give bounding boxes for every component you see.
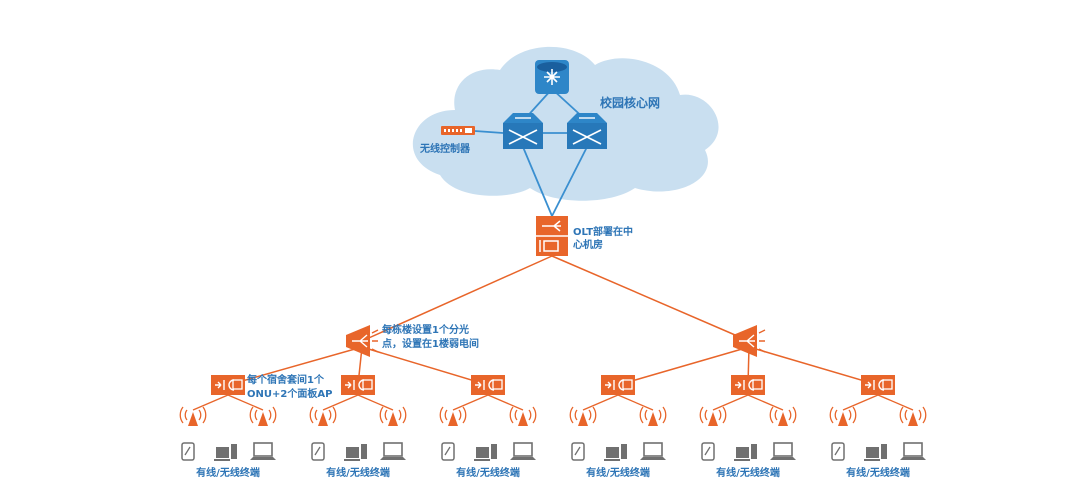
splitter-icon	[346, 325, 379, 357]
link	[551, 146, 588, 217]
terminal-label: 有线/无线终端	[716, 466, 780, 479]
onu-label-line2: ONU+2个面板AP	[247, 387, 332, 400]
onu-icon	[601, 375, 635, 395]
link	[227, 346, 363, 386]
terminal-label: 有线/无线终端	[456, 466, 520, 479]
link	[192, 394, 229, 411]
wireless-ap-icon	[379, 406, 407, 426]
phone-icon	[311, 442, 325, 461]
olt-label-line2: 心机房	[573, 238, 603, 251]
link	[748, 346, 879, 386]
wireless-ap-icon	[699, 406, 727, 426]
nodes-layer: 有线/无线终端 有线/无线终端 有线/无线终端 有线/无线终端 有线/无线终端 有线/无线…	[179, 60, 927, 479]
wireless-ap-icon	[249, 406, 277, 426]
link	[474, 130, 504, 134]
link	[227, 394, 264, 411]
splitter-label-line2: 点，设置在1楼弱电间	[382, 337, 479, 350]
splitter-icon	[733, 325, 766, 357]
desktop-icon	[344, 444, 367, 461]
link	[357, 394, 394, 411]
link	[452, 394, 489, 411]
desktop-icon	[604, 444, 627, 461]
link	[487, 394, 524, 411]
core-switch-icon	[503, 113, 543, 149]
link	[617, 346, 750, 386]
onu-icon	[211, 375, 245, 395]
onu-label-line1: 每个宿舍套间1个	[247, 373, 325, 386]
laptop-icon	[510, 442, 536, 460]
wireless-controller-icon	[441, 126, 475, 135]
olt-icon	[536, 216, 568, 256]
core-network-cloud	[412, 46, 719, 201]
desktop-icon	[734, 444, 757, 461]
onu-icon	[861, 375, 895, 395]
wireless-ap-icon	[769, 406, 797, 426]
desktop-icon	[474, 444, 497, 461]
onu-icon	[341, 375, 375, 395]
link	[842, 394, 879, 411]
link	[617, 394, 654, 411]
desktop-icon	[214, 444, 237, 461]
desktop-icon	[864, 444, 887, 461]
phone-icon	[571, 442, 585, 461]
link	[747, 394, 784, 411]
wireless-ap-icon	[309, 406, 337, 426]
link	[551, 255, 750, 342]
link	[877, 394, 914, 411]
onu-icon	[471, 375, 505, 395]
link	[361, 255, 553, 342]
core-network-label: 校园核心网	[600, 95, 660, 110]
laptop-icon	[640, 442, 666, 460]
phone-icon	[441, 442, 455, 461]
phone-icon	[831, 442, 845, 461]
link	[322, 394, 359, 411]
wireless-ap-icon	[509, 406, 537, 426]
wireless-controller-label: 无线控制器	[419, 142, 471, 155]
laptop-icon	[900, 442, 926, 460]
terminal-label: 有线/无线终端	[586, 466, 650, 479]
phone-icon	[181, 442, 195, 461]
phone-icon	[701, 442, 715, 461]
wireless-ap-icon	[899, 406, 927, 426]
terminal-label: 有线/无线终端	[846, 466, 910, 479]
link	[361, 346, 489, 386]
wireless-ap-icon	[569, 406, 597, 426]
onu-icon	[731, 375, 765, 395]
wireless-ap-icon	[439, 406, 467, 426]
wireless-ap-icon	[179, 406, 207, 426]
labels-layer: 校园核心网 无线控制器 OLT部署在中 心机房 每栋楼设置1个分光 点，设置在1…	[247, 95, 660, 400]
wireless-ap-icon	[639, 406, 667, 426]
olt-label-line1: OLT部署在中	[573, 225, 633, 238]
link	[522, 146, 553, 217]
link	[712, 394, 749, 411]
wireless-ap-icon	[829, 406, 857, 426]
splitter-label-line1: 每栋楼设置1个分光	[382, 323, 469, 336]
router-icon	[535, 60, 569, 94]
laptop-icon	[250, 442, 276, 460]
laptop-icon	[380, 442, 406, 460]
link	[582, 394, 619, 411]
core-switch-icon	[567, 113, 607, 149]
terminal-label: 有线/无线终端	[326, 466, 390, 479]
terminal-label: 有线/无线终端	[196, 466, 260, 479]
laptop-icon	[770, 442, 796, 460]
